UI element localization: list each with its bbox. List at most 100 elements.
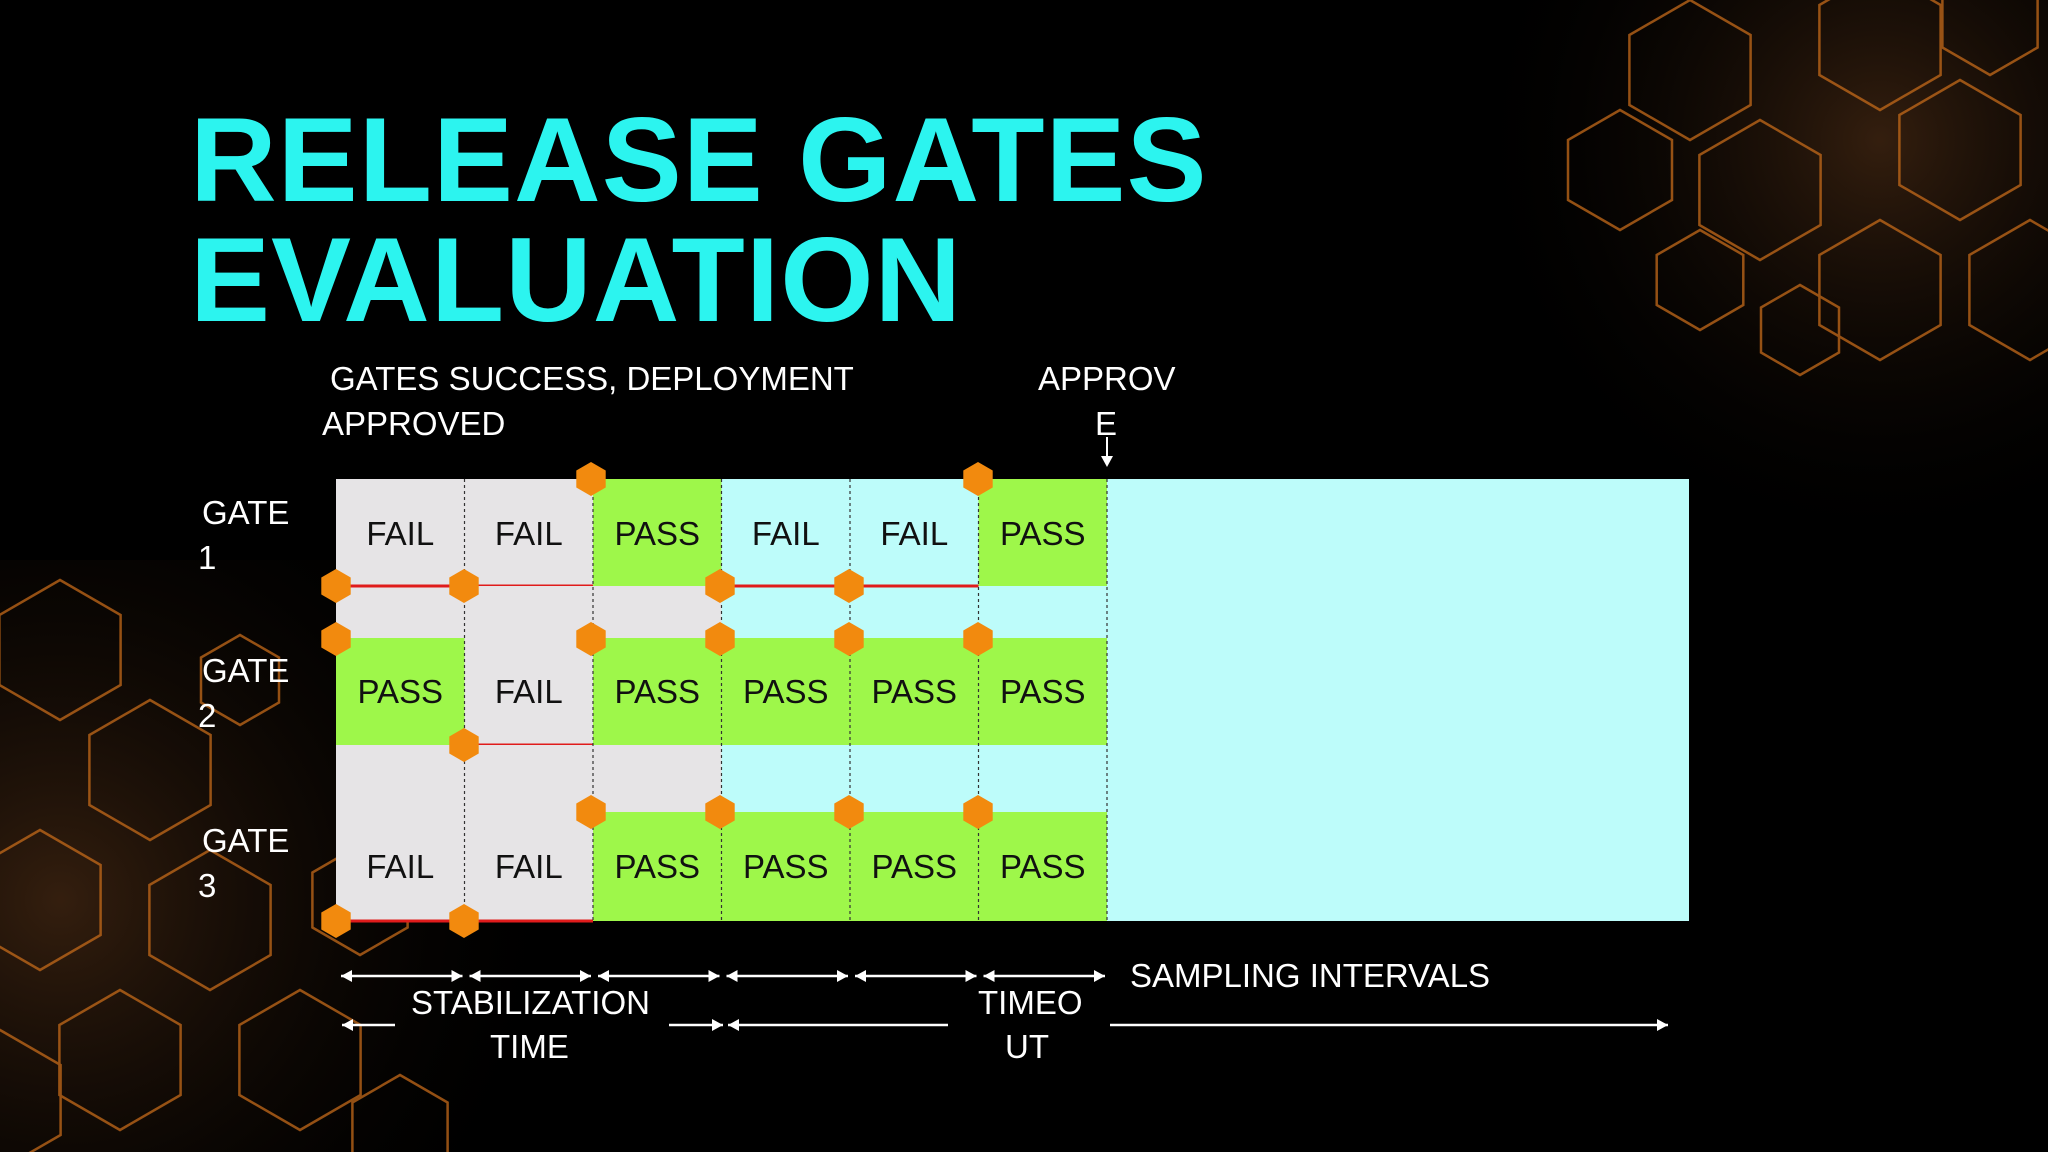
evaluation-marker (576, 462, 606, 496)
page-title: RELEASE GATES EVALUATION (190, 100, 1208, 340)
evaluation-marker (834, 622, 864, 656)
arrow-head-left (726, 970, 738, 982)
hexagon-outline (351, 1073, 449, 1152)
arrow-head-left (598, 970, 609, 982)
arrow-head-left (728, 1019, 739, 1031)
evaluation-marker (834, 795, 864, 829)
gate-3-pass-cell (850, 812, 979, 921)
arrow-head-left (855, 970, 866, 982)
gate-3-result-label: PASS (871, 848, 957, 885)
timeout-label-line-2: UT (1005, 1028, 1049, 1065)
gate-2-result-label: PASS (743, 673, 829, 710)
hexagon-outline (0, 578, 122, 722)
gate-1-result-label: FAIL (366, 515, 434, 552)
evaluation-marker (705, 622, 735, 656)
gate-2-pass-cell (336, 638, 465, 745)
gate-1-pass-cell (593, 479, 722, 586)
hexagon-outline (1628, 0, 1752, 142)
gate-2-label: GATE 2 (198, 648, 289, 738)
gate-1-fail-cell (850, 479, 979, 586)
gate-1-fail-cell (336, 479, 465, 586)
gates-success-label-line-2: APPROVED (322, 405, 506, 442)
stabilization-label-line-2: TIME (490, 1028, 569, 1065)
gate-2-result-label: FAIL (495, 673, 563, 710)
gate-2-pass-cell (850, 638, 979, 745)
evaluation-marker (705, 795, 735, 829)
gate-2-label-line-2: 2 (198, 697, 217, 734)
evaluation-marker (963, 622, 993, 656)
timeout-label-line-1: TIMEO (978, 984, 1083, 1021)
evaluation-marker (963, 462, 993, 496)
gate-2-result-label: PASS (1000, 673, 1086, 710)
gate-1-label: GATE 1 (198, 490, 290, 580)
hexagon-outline (1655, 228, 1745, 332)
arrow-head-right (451, 970, 463, 982)
gate-1-result-label: FAIL (880, 515, 948, 552)
approve-label-line-2: E (1095, 405, 1118, 442)
arrow-head-right (580, 970, 591, 982)
approve-label-line-1: APPROV (1038, 360, 1176, 397)
arrow-head-left (983, 970, 995, 982)
gate-2-pass-cell (978, 638, 1107, 745)
hexagon-outline (1941, 0, 2039, 77)
arrow-head-right (712, 1019, 723, 1031)
gate-3-label-line-1: GATE (202, 822, 290, 859)
gate-2-result-label: PASS (871, 673, 957, 710)
gate-3-label-line-2: 3 (198, 867, 217, 904)
hexagon-outline (0, 828, 102, 972)
arrow-head-left (342, 1019, 353, 1031)
gate-3-pass-cell (978, 812, 1107, 921)
hexagon-outline (238, 988, 362, 1132)
gate-3-result-label: FAIL (495, 848, 563, 885)
arrow-head-right (1657, 1019, 1668, 1031)
hexagon-outline (199, 633, 281, 727)
gate-1-result-label: FAIL (495, 515, 563, 552)
sampling-intervals-label: SAMPLING INTERVALS (1130, 957, 1491, 994)
gate-2-fail-cell (464, 586, 593, 745)
evaluation-marker (321, 622, 351, 656)
arrow-head-right (1094, 970, 1105, 982)
evaluation-marker (449, 728, 479, 762)
stabilization-label-line-1: STABILIZATION (411, 984, 650, 1021)
gate-1-label-line-2: 1 (198, 539, 217, 576)
gates-success-label-line-1: GATES SUCCESS, DEPLOYMENT (330, 360, 854, 397)
evaluation-marker (963, 795, 993, 829)
evaluation-marker (321, 569, 351, 603)
gate-2-result-label: PASS (614, 673, 700, 710)
gate-3-result-label: PASS (1000, 848, 1086, 885)
hexagon-outline (1968, 218, 2048, 362)
gate-1-label-line-1: GATE (202, 494, 290, 531)
gate-1-result-label: PASS (614, 515, 700, 552)
hexagon-outline (1698, 118, 1822, 262)
title-line-1: RELEASE GATES (190, 93, 1208, 227)
title-line-2: EVALUATION (190, 213, 963, 347)
hexagon-outline (1898, 78, 2022, 222)
hexagon-outline (1818, 0, 1942, 112)
gate-1-result-label: PASS (1000, 515, 1086, 552)
gate-3-fail-cell (336, 745, 465, 921)
arrow-head-left (341, 970, 352, 982)
gate-1-result-label: FAIL (752, 515, 820, 552)
evaluation-marker (576, 622, 606, 656)
evaluation-marker (449, 904, 479, 938)
evaluation-marker (834, 569, 864, 603)
hexagon-outline (0, 1028, 62, 1152)
arrow-head-right (708, 970, 720, 982)
gate-3-result-label: FAIL (366, 848, 434, 885)
hexagon-outline (1818, 218, 1942, 362)
evaluation-marker (705, 569, 735, 603)
gate-2-result-label: PASS (357, 673, 443, 710)
gate-2-pass-cell (721, 638, 850, 745)
evaluation-marker (321, 904, 351, 938)
gate-3-result-label: PASS (614, 848, 700, 885)
gate-1-fail-cell (464, 479, 593, 586)
approve-arrow-head (1101, 456, 1113, 467)
hexagon-outline (88, 698, 212, 842)
hexagon-outline (1566, 108, 1674, 232)
arrow-head-right (965, 970, 977, 982)
gate-3-result-label: PASS (743, 848, 829, 885)
gate-3-label: GATE 3 (198, 818, 290, 908)
gate-1-fail-cell (721, 479, 850, 586)
gate-2-pass-cell (593, 638, 722, 745)
